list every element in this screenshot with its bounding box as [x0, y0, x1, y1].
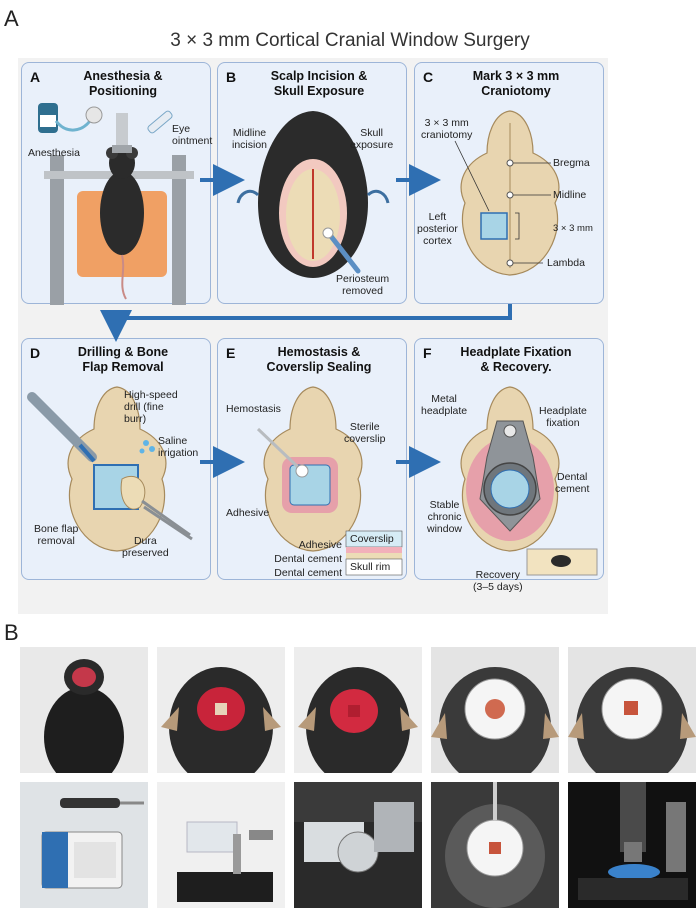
chronic-window	[490, 469, 530, 509]
label-adhesive-layer: Adhesive	[298, 539, 342, 551]
recovery-mouse	[551, 555, 571, 567]
step-b-panel: B Scalp Incision & Skull Exposure Midlin…	[217, 62, 407, 304]
step-d-panel: D Drilling & Bone Flap Removal High-spee…	[21, 338, 211, 580]
legend-skull-rim: Skull rim	[350, 561, 391, 573]
label-dura-preserved: Dura preserved	[122, 535, 169, 559]
step-f-heading: Headplate Fixation & Recovery.	[460, 345, 572, 374]
forceps	[141, 499, 191, 537]
eye-ointment-tube	[147, 110, 173, 134]
label-hemostasis: Hemostasis	[226, 403, 281, 415]
step-b-heading: Scalp Incision & Skull Exposure	[270, 69, 368, 98]
label-midline-incision: Midline incision	[232, 127, 268, 151]
legend-coverslip: Coverslip	[350, 533, 394, 545]
label-sterile-coverslip: Sterile coverslip	[344, 421, 386, 445]
label-bregma: Bregma	[553, 157, 590, 169]
panel-b-letter: B	[4, 620, 19, 645]
mouse-body	[100, 171, 144, 255]
step-d-letter: D	[30, 345, 41, 361]
step-e-letter: E	[226, 345, 236, 361]
label-eye-ointment: Eye ointment	[172, 123, 213, 147]
photo-mouse-back	[20, 647, 148, 773]
label-high-speed-drill: High-speed drill (fine burr)	[124, 389, 178, 425]
label-midline: Midline	[553, 189, 587, 201]
label-adhesive: Adhesive	[226, 507, 270, 519]
label-bone-flap-removal: Bone flap removal	[34, 523, 79, 547]
cotton-swab	[327, 232, 361, 274]
label-periosteum-removed: Periosteum removed	[336, 273, 390, 297]
label-3x3-craniotomy: 3 × 3 mm craniotomy	[421, 117, 473, 141]
photo-window-closeup	[568, 647, 696, 773]
step-a-panel: A Anesthesia & Positioning Anesthesia Ey…	[21, 62, 213, 305]
photo-frame-topview	[294, 782, 422, 908]
arrow-c-to-d	[100, 304, 512, 342]
step-b-illustration	[236, 111, 390, 278]
step-a-letter: A	[30, 69, 41, 85]
photo-microscope	[568, 782, 696, 908]
step-d-illustration	[27, 386, 193, 552]
step-d-heading: Drilling & Bone Flap Removal	[77, 345, 169, 374]
step-e-illustration	[256, 386, 403, 576]
label-left-posterior-cortex: Left posterior cortex	[417, 211, 458, 247]
label-anesthesia: Anesthesia	[28, 147, 80, 159]
step-c-panel: C Mark 3 × 3 mm Craniotomy 3 × 3 mm cran…	[414, 62, 604, 304]
photo-headplate-mounted	[431, 647, 559, 773]
photo-craniotomy	[294, 647, 422, 773]
step-c-letter: C	[423, 69, 434, 85]
photo-scalp-open	[157, 647, 285, 773]
label-lambda: Lambda	[547, 257, 585, 269]
photo-headplate-holder	[431, 782, 559, 908]
label-dental-cement: Dental cement	[555, 471, 590, 495]
hemostasis-swab	[256, 427, 302, 471]
figure-title: 3 × 3 mm Cortical Cranial Window Surgery	[170, 30, 530, 51]
label-dental-cement-2: Dental cement	[274, 567, 342, 579]
step-c-heading: Mark 3 × 3 mm Craniotomy	[472, 69, 560, 98]
bone-flap	[120, 475, 146, 510]
label-metal-headplate: Metal headplate	[421, 393, 468, 417]
step-a-illustration	[38, 103, 194, 305]
label-headplate-fixation: Headplate fixation	[539, 405, 587, 429]
label-stable-chronic-window: Stable chronic window	[427, 499, 463, 535]
step-c-illustration	[454, 110, 560, 276]
step-a-heading: Anesthesia & Positioning	[83, 69, 163, 98]
label-3x3-mm: 3 × 3 mm	[553, 223, 593, 234]
step-f-illustration	[460, 386, 598, 576]
panel-a-letter: A	[4, 6, 19, 31]
photo-drill-unit	[20, 782, 148, 908]
label-skull-exposure: Skull exposure	[350, 127, 394, 151]
label-recovery: Recovery (3–5 days)	[473, 569, 523, 593]
craniotomy-marker	[480, 212, 508, 240]
label-dental-cement-1: Dental cement	[274, 553, 342, 565]
step-e-heading: Hemostasis & Coverslip Sealing	[266, 345, 372, 374]
photo-stereotaxic-frame	[157, 782, 285, 908]
step-b-letter: B	[226, 69, 237, 85]
label-saline-irrigation: Saline irrigation	[158, 435, 199, 459]
step-f-letter: F	[423, 345, 432, 361]
step-f-panel: F Headplate Fixation & Recovery. Metal h…	[414, 338, 604, 593]
